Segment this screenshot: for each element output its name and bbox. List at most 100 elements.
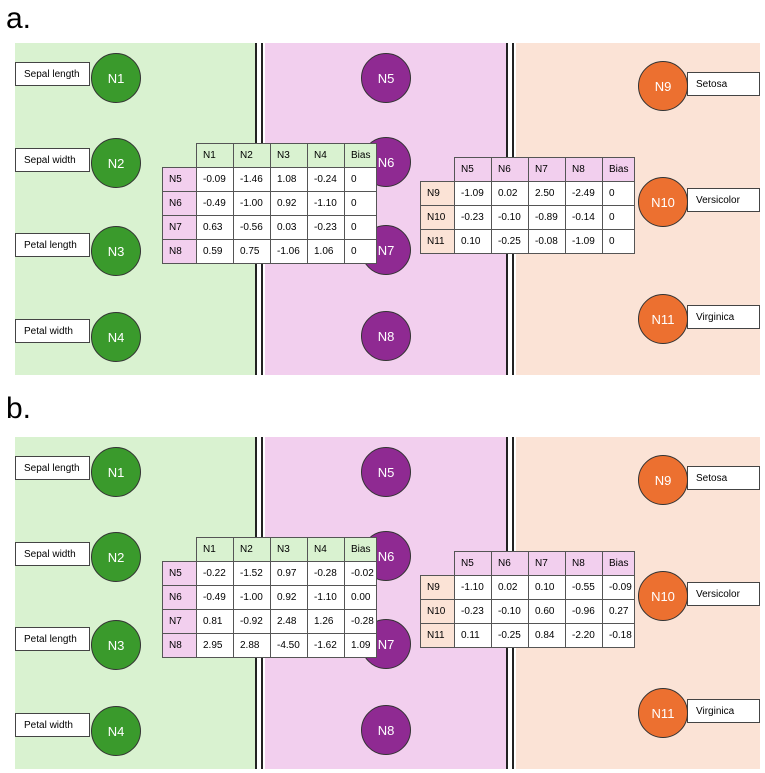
table-cell: 0 (344, 215, 377, 240)
table-cell: 0.10 (454, 229, 492, 254)
table-col-header: N7 (528, 157, 566, 182)
table-col-header: N6 (491, 551, 529, 576)
table-cell: -0.28 (344, 609, 377, 634)
table-col-header: N3 (270, 143, 308, 168)
table-cell: 0 (344, 167, 377, 192)
table-cell: 0.60 (528, 599, 566, 624)
hidden-node: N8 (361, 705, 411, 755)
table-cell: -1.62 (307, 633, 345, 658)
table-cell: 0.97 (270, 561, 308, 586)
table-row-header: N11 (420, 623, 455, 648)
input-feature-label: Sepal width (15, 542, 90, 566)
table-cell: 0.92 (270, 585, 308, 610)
table-cell: -0.56 (233, 215, 271, 240)
output-node: N10 (638, 177, 688, 227)
table-cell: 0.10 (528, 575, 566, 600)
table-col-header: N2 (233, 143, 271, 168)
table-row-header: N7 (162, 609, 197, 634)
output-class-label: Versicolor (687, 582, 760, 606)
table-row-header: N8 (162, 633, 197, 658)
table-cell: -0.55 (565, 575, 603, 600)
table-col-header: N1 (196, 537, 234, 562)
table-cell: -0.23 (454, 205, 492, 230)
table-row-header: N5 (162, 167, 197, 192)
table-cell: -0.28 (307, 561, 345, 586)
table-row-header: N10 (420, 599, 455, 624)
panel-label: a. (6, 2, 32, 35)
table-cell: 0.00 (344, 585, 377, 610)
output-node: N11 (638, 688, 688, 738)
table-col-header: Bias (602, 551, 635, 576)
input-node: N1 (91, 53, 141, 103)
table-col-header: N5 (454, 551, 492, 576)
output-class-label: Versicolor (687, 188, 760, 212)
table-cell: 2.88 (233, 633, 271, 658)
table-cell: -1.10 (307, 585, 345, 610)
input-feature-label: Petal width (15, 319, 90, 343)
table-cell: -4.50 (270, 633, 308, 658)
input-node: N4 (91, 312, 141, 362)
table-cell: 0 (602, 229, 635, 254)
table-cell: 0.27 (602, 599, 635, 624)
table-cell: -0.02 (344, 561, 377, 586)
input-node: N3 (91, 226, 141, 276)
table-corner (163, 538, 197, 562)
table-col-header: N3 (270, 537, 308, 562)
table-cell: -2.20 (565, 623, 603, 648)
table-col-header: N8 (565, 157, 603, 182)
table-cell: 1.26 (307, 609, 345, 634)
table-cell: 2.48 (270, 609, 308, 634)
table-cell: 0.11 (454, 623, 492, 648)
table-cell: -0.96 (565, 599, 603, 624)
table-cell: 2.95 (196, 633, 234, 658)
table-cell: -1.10 (454, 575, 492, 600)
table-cell: 0 (602, 181, 635, 206)
table-cell: 0.03 (270, 215, 308, 240)
table-cell: -0.10 (491, 599, 529, 624)
table-cell: 0.02 (491, 575, 529, 600)
table-cell: -0.92 (233, 609, 271, 634)
panel-label: b. (6, 392, 32, 425)
table-cell: -0.10 (491, 205, 529, 230)
table-corner (421, 158, 455, 182)
table-cell: -0.25 (491, 229, 529, 254)
table-cell: 0 (602, 205, 635, 230)
table-col-header: N4 (307, 143, 345, 168)
table-col-header: Bias (344, 143, 377, 168)
table-cell: -0.49 (196, 585, 234, 610)
table-cell: -0.22 (196, 561, 234, 586)
table-cell: -1.00 (233, 585, 271, 610)
table-cell: 0.92 (270, 191, 308, 216)
table-cell: -0.08 (528, 229, 566, 254)
hidden-node: N5 (361, 447, 411, 497)
table-cell: 0.02 (491, 181, 529, 206)
table-row-header: N7 (162, 215, 197, 240)
table-row-header: N6 (162, 585, 197, 610)
table-cell: -0.14 (565, 205, 603, 230)
table-cell: -0.25 (491, 623, 529, 648)
table-corner (163, 144, 197, 168)
input-feature-label: Sepal length (15, 62, 90, 86)
table-cell: -0.09 (602, 575, 635, 600)
table-row-header: N6 (162, 191, 197, 216)
table-col-header: N4 (307, 537, 345, 562)
table-col-header: N6 (491, 157, 529, 182)
table-cell: 1.09 (344, 633, 377, 658)
